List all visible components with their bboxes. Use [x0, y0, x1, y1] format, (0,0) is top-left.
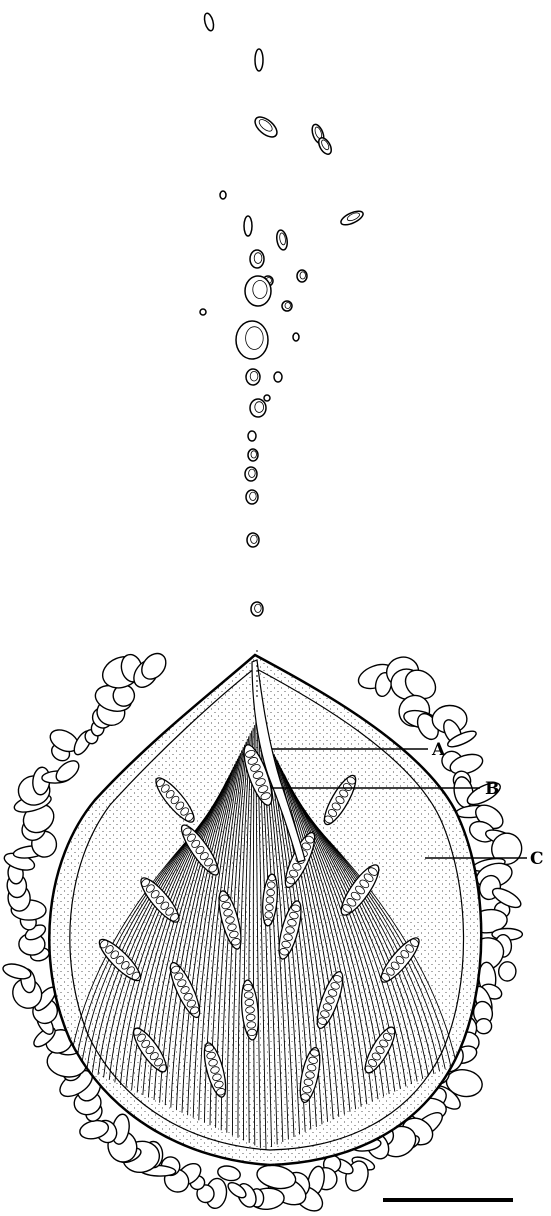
svg-text:A: A [431, 740, 446, 760]
outer-cell [498, 961, 516, 981]
outer-cell [1, 961, 32, 981]
spore [339, 208, 365, 227]
spore [220, 191, 226, 199]
spore [275, 229, 288, 250]
spore [252, 113, 281, 140]
spore [248, 431, 256, 441]
scale-bar [383, 1198, 513, 1202]
spore [203, 12, 215, 31]
spore [255, 49, 263, 71]
spore-cluster [200, 12, 365, 616]
spore [293, 333, 299, 341]
spore [244, 216, 252, 236]
svg-text:B: B [485, 779, 499, 799]
spore [200, 309, 206, 315]
svg-text:C: C [530, 849, 544, 869]
ascoma-body [1, 649, 525, 1216]
outer-cell [475, 1018, 492, 1034]
spore [316, 136, 334, 157]
spore [264, 395, 270, 401]
outer-cell [226, 1180, 249, 1201]
spore [274, 372, 282, 382]
